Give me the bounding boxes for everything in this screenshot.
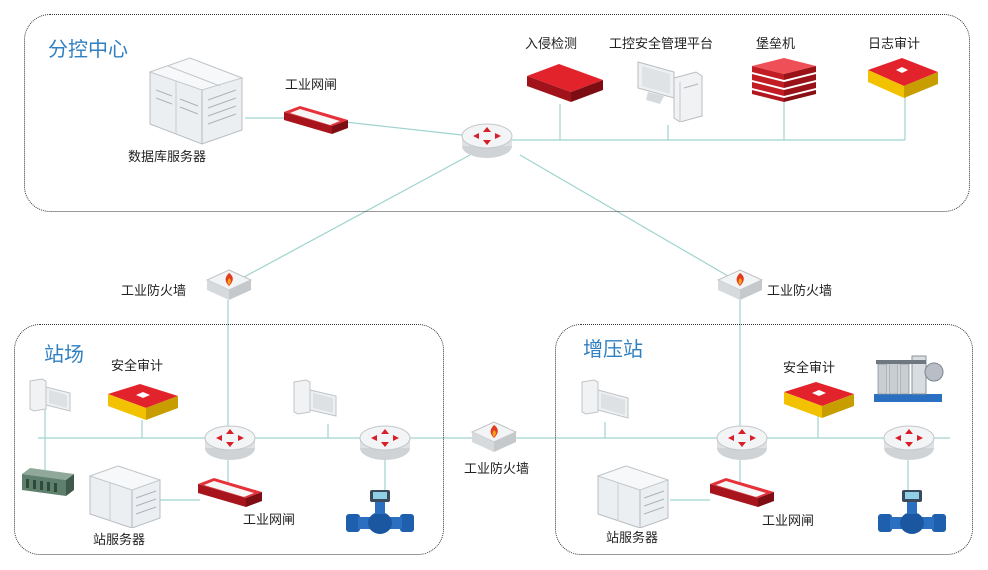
audit-device-icon bbox=[108, 384, 178, 420]
server-rack-icon bbox=[88, 465, 162, 528]
zone-control-center-title: 分控中心 bbox=[48, 37, 128, 61]
workstation-icon bbox=[293, 379, 337, 417]
server-rack-icon bbox=[596, 465, 670, 528]
router-icon bbox=[204, 425, 256, 460]
bs-gateway-label: 工业网闸 bbox=[762, 514, 815, 529]
ids-label: 入侵检测 bbox=[525, 37, 578, 52]
bastion-host-icon bbox=[752, 58, 816, 102]
st-audit-label: 安全审计 bbox=[111, 359, 164, 374]
fw-center-label: 工业防火墙 bbox=[464, 462, 530, 477]
pump-station-icon bbox=[874, 355, 944, 402]
audit-device-icon bbox=[868, 58, 938, 98]
flow-valve-icon bbox=[878, 490, 946, 534]
st-server-label: 站服务器 bbox=[93, 533, 146, 548]
fw-left-label: 工业防火墙 bbox=[121, 284, 187, 299]
db-server-label: 数据库服务器 bbox=[128, 150, 207, 165]
ics-platform-label: 工控安全管理平台 bbox=[609, 37, 714, 52]
router-icon bbox=[359, 425, 411, 460]
bs-server-label: 站服务器 bbox=[606, 531, 659, 546]
server-rack-icon bbox=[148, 57, 244, 145]
ids-device-icon bbox=[527, 64, 603, 102]
audit-device-icon bbox=[784, 382, 854, 418]
firewall-icon bbox=[470, 421, 518, 452]
fw-right-label: 工业防火墙 bbox=[767, 284, 833, 299]
workstation-icon bbox=[29, 378, 71, 412]
workstation-icon bbox=[637, 61, 703, 122]
router-icon bbox=[883, 425, 935, 460]
zone-booster bbox=[555, 324, 973, 555]
plc-icon bbox=[22, 468, 74, 496]
gateway-icon bbox=[284, 106, 348, 134]
gateway-top-label: 工业网闸 bbox=[285, 78, 338, 93]
flow-valve-icon bbox=[346, 490, 414, 534]
router-icon bbox=[716, 425, 768, 460]
zone-station-title: 站场 bbox=[44, 342, 84, 366]
gateway-icon bbox=[198, 478, 262, 507]
bastion-label: 堡垒机 bbox=[756, 37, 796, 52]
st-gateway-label: 工业网闸 bbox=[243, 513, 296, 528]
gateway-icon bbox=[710, 478, 774, 507]
firewall-icon bbox=[716, 269, 764, 300]
bs-audit-label: 安全审计 bbox=[783, 361, 836, 376]
log-audit-label: 日志审计 bbox=[868, 37, 921, 52]
zone-station bbox=[14, 324, 444, 555]
workstation-icon bbox=[581, 379, 629, 419]
firewall-icon bbox=[205, 269, 253, 300]
router-icon bbox=[461, 123, 513, 158]
zone-control-center bbox=[24, 14, 970, 212]
zone-booster-title: 增压站 bbox=[583, 337, 643, 361]
